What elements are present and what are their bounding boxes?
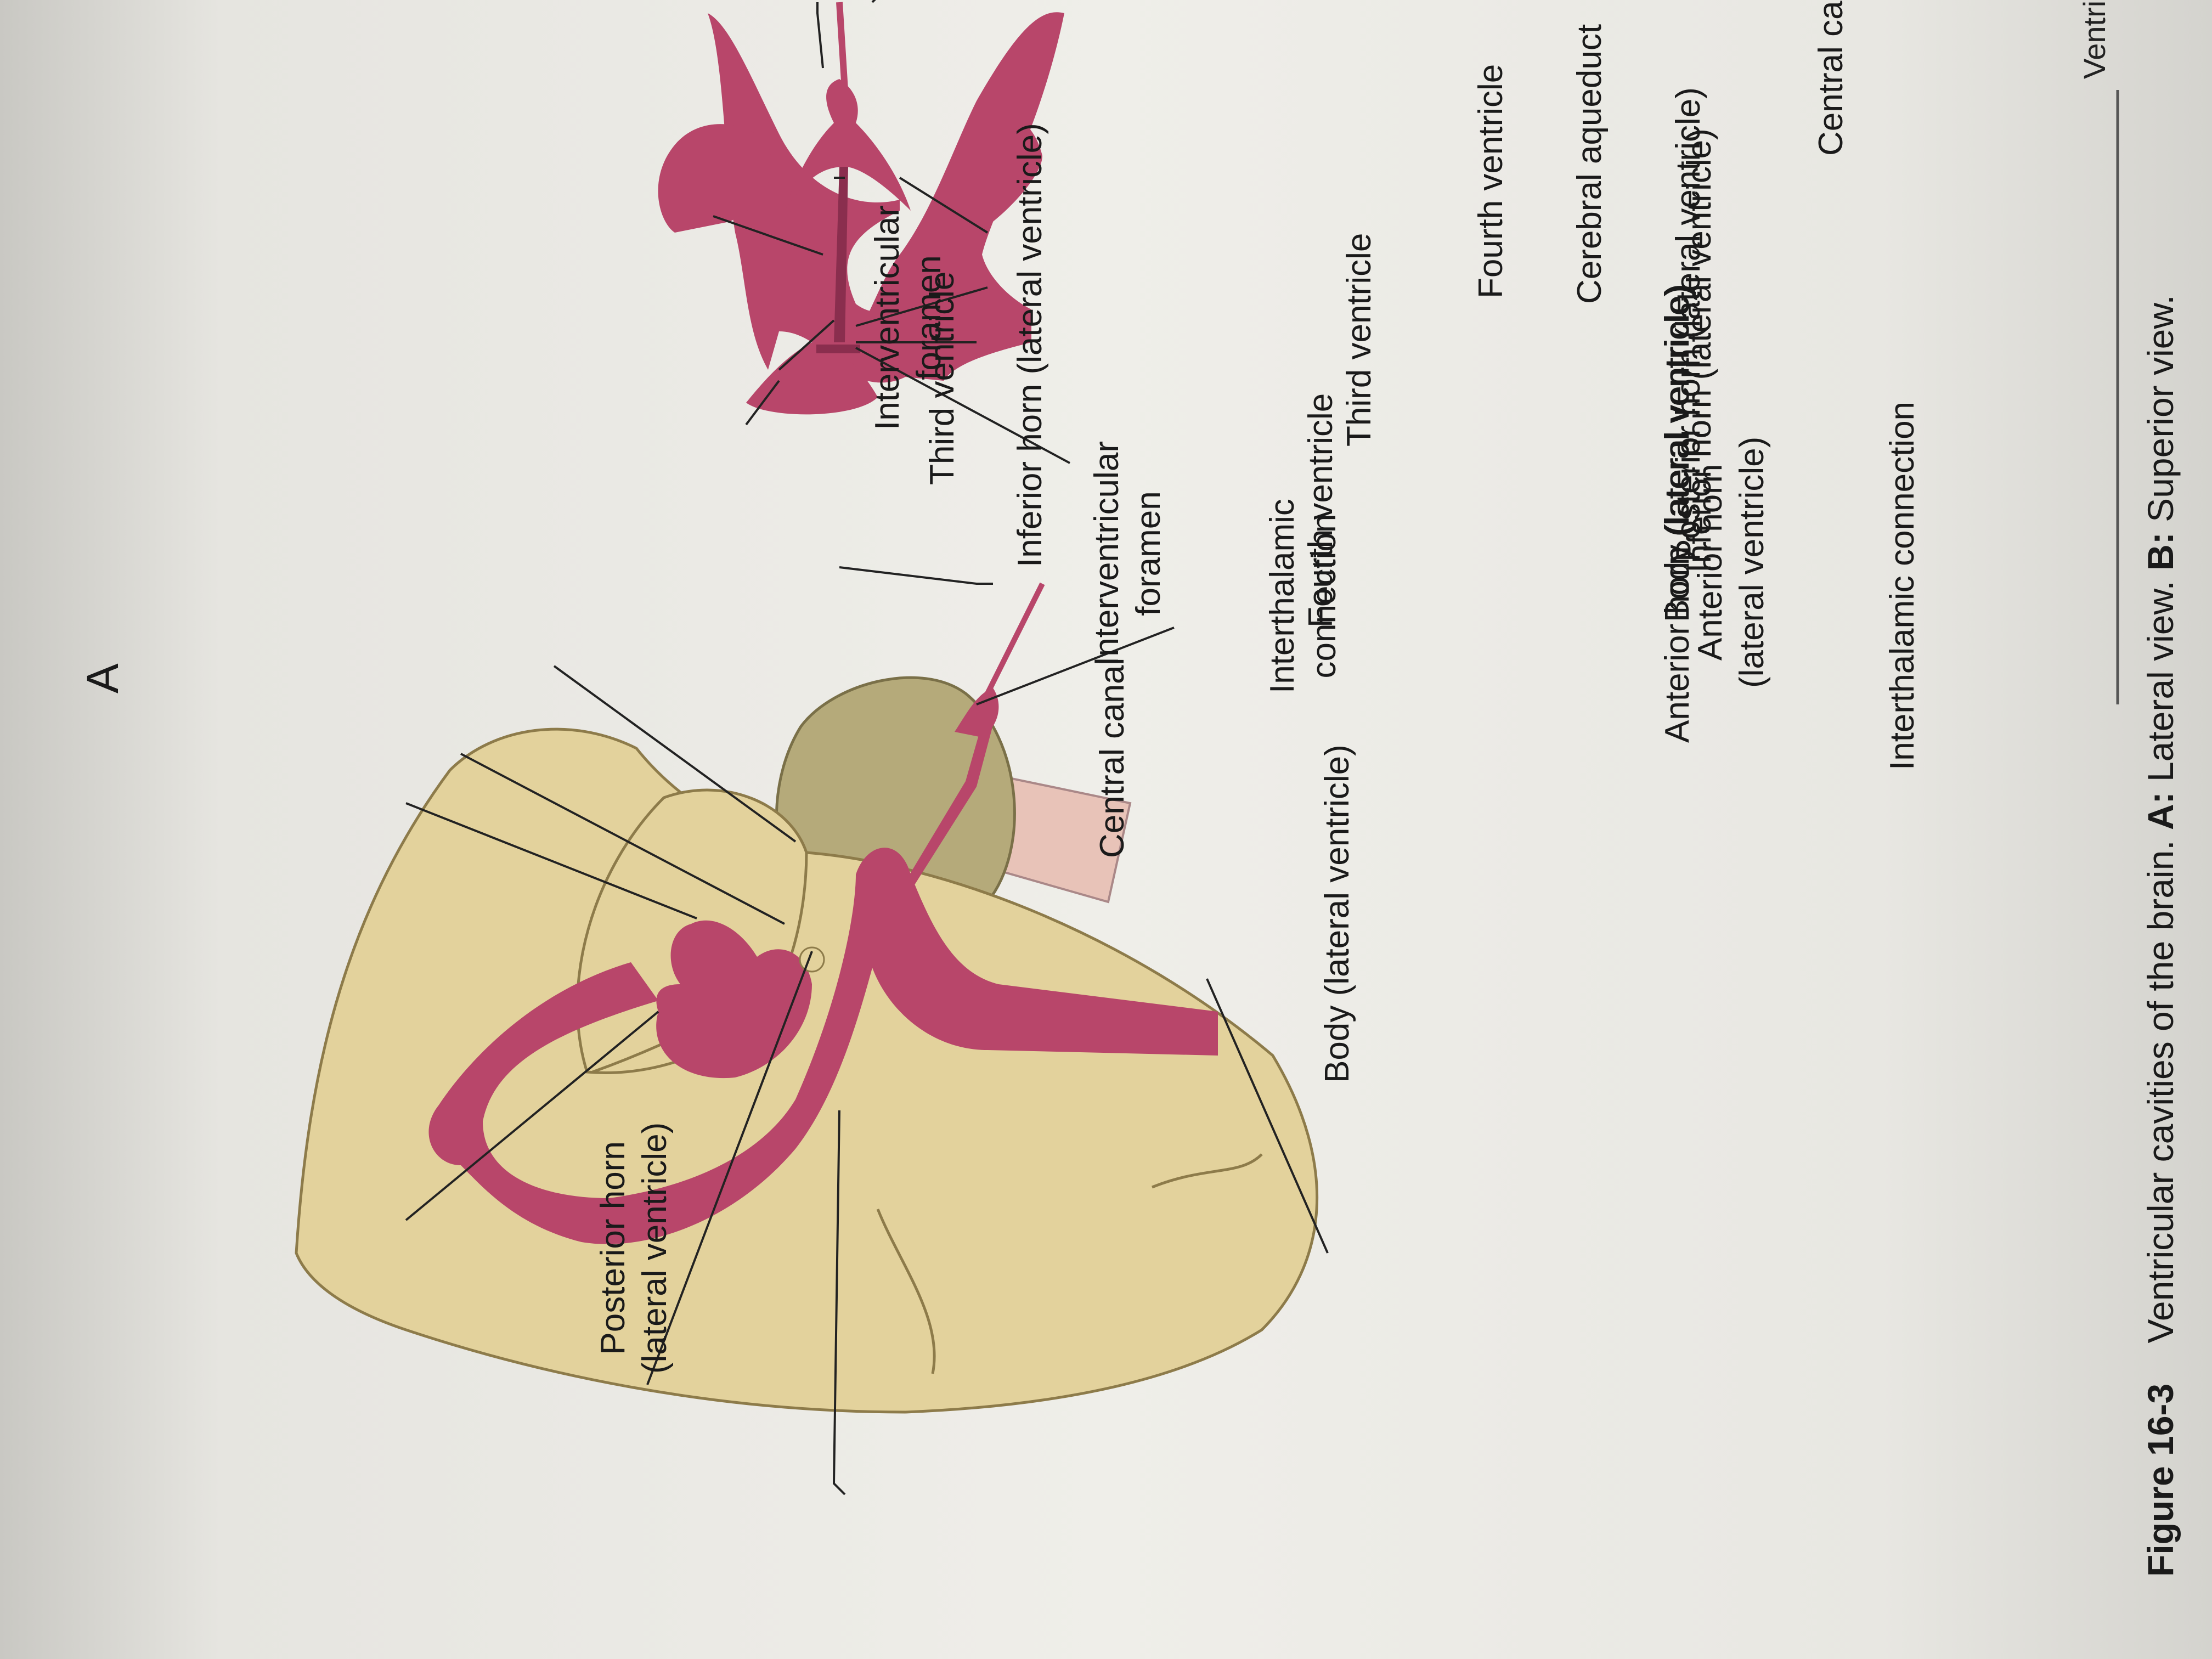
aqueduct-b — [834, 167, 848, 342]
third-ventricle-b — [816, 345, 860, 353]
inferior-horn-b-lower — [977, 117, 1042, 233]
central-canal-b — [836, 2, 848, 91]
label-b-interthalamic-connection-line1: Interthalamic — [1263, 499, 1301, 693]
label-a-third-ventricle: Third ventricle — [923, 271, 961, 485]
label-a-interthalamic-connection: Interthalamic connection — [1883, 401, 1921, 770]
panel-b-leader-lines — [713, 0, 1070, 464]
central-canal-a — [985, 582, 1045, 695]
inferior-horn-b-upper — [658, 124, 772, 233]
figure-caption: Figure 16-3 Ventricular cavities of the … — [2140, 295, 2181, 1577]
ventricle-b-lower — [834, 12, 1064, 381]
running-header: Ventricular S — [2074, 0, 2115, 79]
label-b-interventricular-foramen-line2: foramen — [1130, 491, 1167, 616]
figure-number: Figure 16-3 — [2140, 1383, 2181, 1577]
label-a-anterior-horn-line2: (lateral ventricle) — [1733, 436, 1771, 688]
label-a-posterior-horn-line1: Posterior horn — [594, 1141, 632, 1355]
label-a-inferior-horn: Inferior horn (lateral ventricle) — [1011, 123, 1049, 567]
central-sulcus — [876, 1209, 936, 1374]
label-b-posterior-horn: Posterior horn (lateral ventricle) — [1669, 87, 1707, 562]
caption-text-2: Lateral view. — [2140, 570, 2181, 782]
third-ventricle-a — [656, 920, 812, 1079]
caption-a-label: A: — [2140, 792, 2181, 831]
panel-b-superior-view — [658, 0, 1070, 464]
label-b-interventricular-foramen-line1: Interventricular — [1088, 441, 1126, 666]
panel-a-leader-lines — [405, 566, 1329, 1496]
anterior-horns-b — [746, 342, 878, 415]
lateral-ventricle-a — [428, 848, 1218, 1244]
label-b-cerebral-aqueduct: Cerebral aqueduct — [1571, 24, 1609, 304]
interthalamic-connection-a — [799, 946, 825, 973]
label-a-body: Body (lateral ventricle) — [1318, 744, 1356, 1083]
label-b-central-canal: Central canal — [1812, 0, 1850, 156]
caption-text-1: Ventricular cavities of the brain. — [2140, 830, 2181, 1344]
ventricle-b-upper — [708, 13, 944, 383]
label-b-interthalamic-connection: Interthalamic connection — [1262, 499, 1345, 693]
label-a-interventricular-foramen-line1: Interventricular — [868, 205, 906, 430]
label-a-posterior-horn-line2: (lateral ventricle) — [636, 1122, 674, 1374]
label-a-central-canal: Central canal — [1093, 657, 1131, 858]
label-b-third-ventricle: Third ventricle — [1340, 233, 1378, 447]
caption-b-label: B: — [2140, 532, 2181, 571]
label-a-posterior-horn: Posterior horn (lateral ventricle) — [592, 1122, 676, 1374]
panel-a-label: A — [78, 663, 128, 693]
occipital-notch — [1152, 1153, 1263, 1189]
fourth-ventricle-b — [785, 79, 911, 211]
label-b-interthalamic-connection-line2: connection — [1305, 514, 1343, 679]
panel-a-lateral-view — [295, 566, 1329, 1496]
label-b-interventricular-foramen: Interventricular foramen — [1086, 441, 1170, 666]
caption-text-3: Superior view. — [2140, 295, 2181, 522]
label-b-fourth-ventricle: Fourth ventricle — [1472, 64, 1510, 298]
